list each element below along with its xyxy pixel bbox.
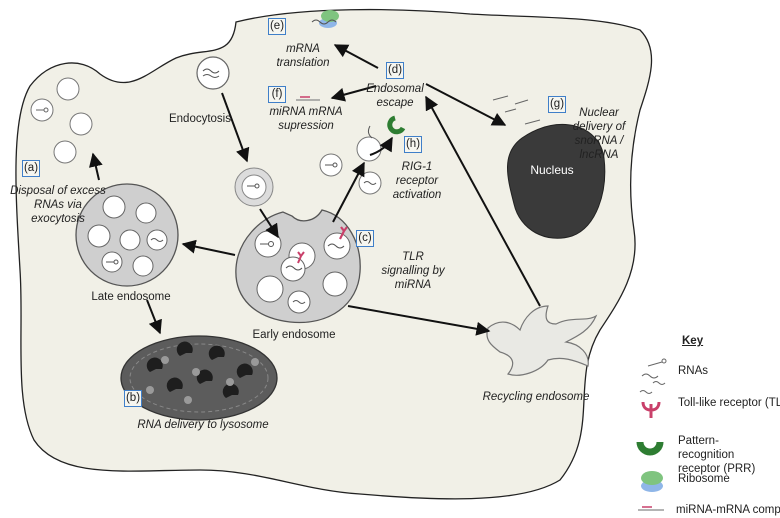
label-tlr-signalling: TLR signalling by miRNA xyxy=(381,251,445,291)
late-endosome xyxy=(75,183,179,287)
lysosome xyxy=(120,335,278,421)
arrow-early-to-recycling xyxy=(347,305,491,336)
key-item-prr: Pattern-recognition receptor (PRR) xyxy=(678,435,756,475)
arrow-rig1 xyxy=(369,136,393,156)
exocytosis-rna-icon xyxy=(36,107,49,113)
label-mrna-translation: mRNA translation xyxy=(276,43,330,69)
arrow-early-to-late xyxy=(181,239,236,256)
label-early-endosome: Early endosome xyxy=(252,329,336,341)
label-lysosome-delivery: RNA delivery to lysosome xyxy=(137,419,269,431)
label-rig1-activation: RIG-1 receptor activation xyxy=(392,161,442,201)
tag-h: (h) xyxy=(404,136,422,153)
key-icons xyxy=(636,358,667,511)
arrow-endocytosis xyxy=(221,92,250,163)
nuclear-rna-icons xyxy=(492,95,541,125)
tag-d: (d) xyxy=(386,62,404,79)
label-late-endosome: Late endosome xyxy=(91,291,171,303)
incoming-vesicle xyxy=(234,167,274,207)
exocytosis-vesicles xyxy=(30,77,93,164)
label-endocytosis: Endocytosis xyxy=(168,113,231,125)
tag-b: (b) xyxy=(124,390,142,407)
arrow-recycling-to-escape xyxy=(425,95,541,307)
label-endosomal-escape: Endosomal escape xyxy=(366,83,424,109)
nucleus xyxy=(507,123,606,239)
tag-a: (a) xyxy=(22,160,40,177)
label-nucleus: Nucleus xyxy=(530,163,574,177)
label-nuclear-delivery: Nuclear delivery of snoRNA / lncRNA xyxy=(572,107,626,161)
arrow-into-early xyxy=(259,208,279,239)
key-item-mirna-mrna: miRNA-mRNA complex xyxy=(676,504,780,516)
tag-g: (g) xyxy=(548,96,566,113)
arrow-escape-to-f xyxy=(330,85,377,102)
mirna-mrna-complex-icon xyxy=(296,96,320,101)
arrows xyxy=(89,44,541,336)
key-title: Key xyxy=(682,335,704,347)
ribosome-icon xyxy=(311,10,339,28)
arrow-escape-to-e xyxy=(333,44,379,69)
arrow-late-to-lysosome xyxy=(146,299,162,335)
recycling-endosome xyxy=(486,305,598,376)
label-recycling-endosome: Recycling endosome xyxy=(482,391,590,403)
arrow-early-to-escape xyxy=(332,161,365,223)
label-disposal-exocytosis: Disposal of excess RNAs via exocytosis xyxy=(10,185,106,225)
endocytosis-vesicle xyxy=(196,56,230,90)
prr-icon xyxy=(387,115,406,135)
label-mirna-suppression: miRNA mRNA supression xyxy=(269,106,343,132)
key-item-rnas: RNAs xyxy=(678,365,709,377)
arrow-escape-to-g xyxy=(425,83,507,126)
tag-c: (c) xyxy=(356,230,374,247)
arrow-late-to-exocytosis xyxy=(89,152,103,181)
key-item-tlr: Toll-like receptor (TLR) xyxy=(678,397,780,409)
key-item-ribosome: Ribosome xyxy=(678,473,730,485)
tag-f: (f) xyxy=(268,86,286,103)
tag-e: (e) xyxy=(268,18,286,35)
